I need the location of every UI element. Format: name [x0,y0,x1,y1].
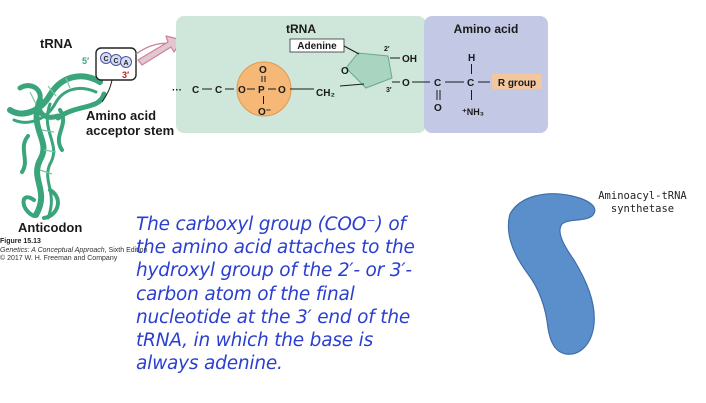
acceptor-stem-label: Amino acid acceptor stem [86,108,196,138]
explanation-line-5: nucleotide at the 3′ end of the [136,306,411,328]
anticodon-label: Anticodon [18,220,83,235]
hydroxyl-oh: OH [402,54,417,65]
cca-acceptor-end: 5′ C C A 3′ [82,42,175,103]
ring-oxygen: O [341,66,349,77]
amino-acid-panel-title: Amino acid [453,22,519,36]
atom-o-top: O [259,65,267,76]
ch2-group: CH₂ [316,88,335,99]
acceptor-label-line2: acceptor stem [86,123,175,138]
enzyme-label: Aminoacyl-tRNA synthetase [585,190,700,216]
amino-group: ⁺NH₃ [462,107,484,117]
explanation-line-4: carbon atom of the final [136,283,355,305]
explanation-line-2: the amino acid attaches to the [136,237,415,259]
explanation-text: The carboxyl group (COO⁻) of the amino a… [136,213,446,375]
explanation-line-7: always adenine. [136,353,283,375]
pos-3-prime: 3′ [386,87,392,94]
caption-book: Genetics: A Conceptual Approach [0,246,105,254]
figure-caption: Figure 15.13 Genetics: A Conceptual Appr… [0,238,150,264]
explanation-line-6: tRNA, in which the base is [136,330,374,352]
caption-figure: Figure 15.13 [0,238,41,245]
enzyme-label-line2: synthetase [610,203,675,215]
alpha-c: C [467,78,474,89]
adenine-label: Adenine [297,41,337,52]
enzyme-label-line1: Aminoacyl-tRNA [598,190,687,202]
acceptor-label-line1: Amino acid [86,108,157,123]
atom-o-left: O [238,85,246,96]
caption-book-line: Genetics: A Conceptual Approach, Sixth E… [0,247,150,256]
three-prime-label: 3′ [122,70,129,80]
trna-panel-title: tRNA [286,22,316,36]
explanation-line-3: hydroxyl group of the 2′- or 3′- [136,260,412,282]
ester-oxygen: O [402,78,410,89]
atom-c1: C [192,85,199,96]
chain-dots: ··· [172,85,182,96]
cca-a: A [123,60,128,67]
atom-o-right: O [278,85,286,96]
atom-o-minus: O⁻ [258,107,271,118]
caption-edition: , Sixth Edition [104,246,148,254]
r-group-label: R group [498,78,536,89]
explanation-line-1: The carboxyl group (COO⁻) of [136,214,406,235]
five-prime-label: 5′ [82,56,89,66]
cca-c2: C [113,58,118,65]
cca-c1: C [103,56,108,63]
trna-ribbon-illustration [7,66,110,220]
trna-label: tRNA [40,36,73,51]
pos-2-prime: 2′ [384,46,390,53]
carbonyl-c: C [434,78,441,89]
synthetase-enzyme-shape [507,193,596,355]
caption-copyright: © 2017 W. H. Freeman and Company [0,255,118,262]
atom-p: P [258,85,265,96]
atom-c2: C [215,85,222,96]
carbonyl-o: O [434,103,442,114]
aminoacyl-bond-structure: ··· C C O P O O O⁻ CH₂ O Adenine 2′ OH 3… [172,38,542,118]
alpha-h: H [468,53,475,64]
